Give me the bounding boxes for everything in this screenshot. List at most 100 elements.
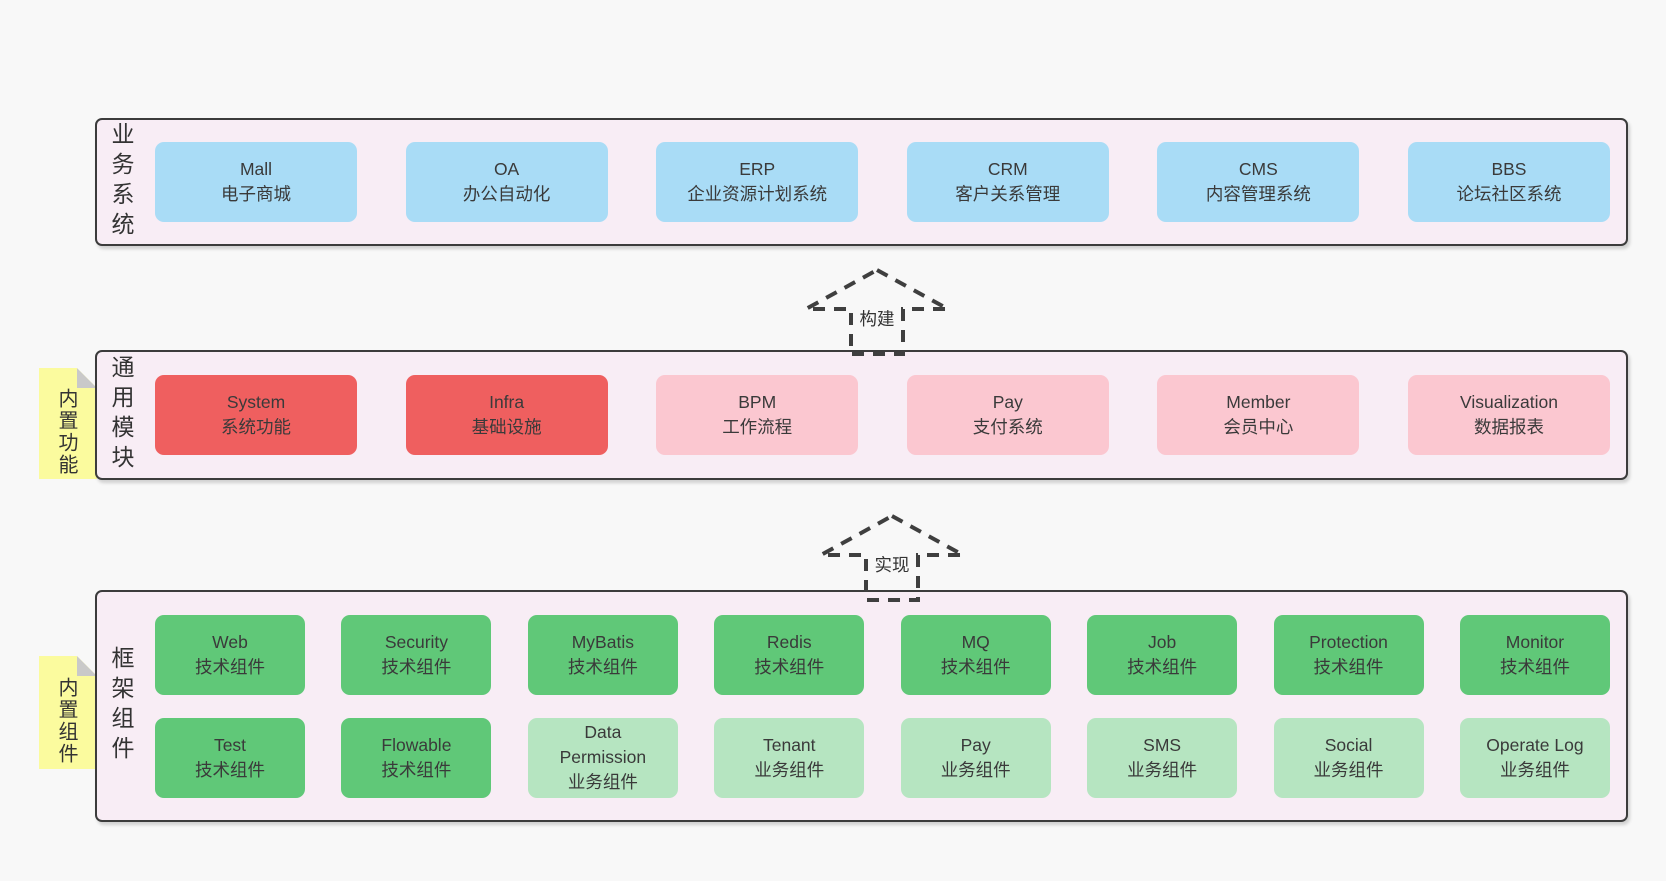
box-title: Pay [960, 734, 991, 755]
box-subtitle: 业务组件 [567, 772, 638, 792]
up-arrow-shape [820, 513, 964, 602]
box-row: System 系统功能 Infra 基础设施 BPM 工作流程 Pay 支付系统 Member 会… [155, 375, 1610, 455]
box-infra: Infra 基础设施 [405, 375, 608, 455]
box-subtitle: 技术组件 [1499, 656, 1570, 677]
box-title: MyBatis [571, 631, 634, 652]
box-title: System [226, 392, 286, 412]
box-subtitle: 电子商城 [221, 184, 291, 204]
box-title: Operate Log [1486, 734, 1584, 755]
layer-title: 框架组件 [108, 646, 134, 766]
up-arrow-outline [820, 513, 964, 602]
box-subtitle: 支付系统 [972, 417, 1043, 437]
box-bbs: BBS 论坛社区系统 [1407, 142, 1610, 222]
box-subtitle: 技术组件 [567, 656, 638, 677]
implement-arrow: 实现 [817, 512, 967, 604]
box-tenant: Tenant 业务组件 [714, 717, 865, 798]
box-data-permission: Data Permission 业务组件 [527, 717, 678, 798]
box-subtitle: 工作流程 [722, 417, 793, 437]
box-subtitle: 论坛社区系统 [1456, 184, 1562, 204]
box-grid: System 系统功能 Infra 基础设施 BPM 工作流程 Pay 支付系统 Member 会… [155, 352, 1610, 478]
box-title: BPM [738, 392, 777, 412]
layer-title: 业务系统 [108, 122, 134, 242]
box-title: Infra [489, 392, 525, 412]
box-subtitle: 业务组件 [1127, 759, 1198, 780]
box-cms: CMS 内容管理系统 [1157, 142, 1360, 222]
box-test: Test 技术组件 [155, 717, 305, 798]
box-title: Tenant [762, 734, 816, 755]
implement-arrow-label: 实现 [871, 552, 913, 577]
box-title: Social [1324, 734, 1373, 755]
box-subtitle: 客户关系管理 [955, 184, 1061, 204]
box-redis: Redis 技术组件 [714, 614, 865, 695]
box-title: CMS [1238, 159, 1278, 179]
box-subtitle: 技术组件 [940, 656, 1011, 677]
box-subtitle: 业务组件 [940, 759, 1011, 780]
box-mq: MQ 技术组件 [900, 614, 1051, 695]
up-arrow-shape [805, 267, 949, 356]
box-member: Member 会员中心 [1157, 375, 1360, 455]
layer-title: 通用模块 [108, 355, 134, 475]
build-arrow: 构建 [802, 266, 952, 358]
box-subtitle: 技术组件 [1127, 656, 1198, 677]
sticky-note-label: 内置功能 [55, 387, 77, 476]
box-subtitle: 办公自动化 [462, 184, 551, 204]
box-mybatis: MyBatis 技术组件 [527, 614, 678, 695]
box-title: SMS [1143, 734, 1182, 755]
build-arrow-label: 构建 [856, 306, 898, 331]
box-pay: Pay 业务组件 [900, 717, 1051, 798]
box-title: Security [384, 631, 449, 652]
box-title: BBS [1491, 159, 1527, 179]
box-title: Protection [1309, 631, 1388, 652]
sticky-note-builtin-features: 内置功能 [39, 368, 97, 479]
sticky-note-label: 内置组件 [55, 676, 77, 765]
box-subtitle: 业务组件 [1313, 759, 1384, 780]
box-title: Redis [766, 631, 812, 652]
box-title: Visualization [1460, 392, 1558, 412]
box-subtitle: 业务组件 [754, 759, 825, 780]
box-system: System 系统功能 [155, 375, 357, 455]
box-title: ERP [739, 159, 776, 179]
box-social: Social 业务组件 [1273, 717, 1424, 798]
box-subtitle: 内容管理系统 [1205, 184, 1311, 204]
box-subtitle: 基础设施 [471, 417, 542, 437]
box-pay: Pay 支付系统 [906, 375, 1109, 455]
box-subtitle: 系统功能 [221, 417, 291, 437]
layer-common-modules: 通用模块 System 系统功能 Infra 基础设施 BPM 工作流程 Pay 支付系统 Me… [95, 350, 1628, 480]
box-oa: OA 办公自动化 [405, 142, 608, 222]
box-title: MQ [961, 631, 990, 652]
box-title: Data Permission [559, 722, 647, 767]
box-visualization: Visualization 数据报表 [1407, 375, 1610, 455]
box-title: Pay [992, 392, 1023, 412]
box-title: Test [213, 734, 247, 755]
box-subtitle: 技术组件 [1313, 656, 1384, 677]
box-title: Web [212, 631, 248, 652]
box-title: OA [493, 159, 520, 179]
box-title: Flowable [381, 734, 452, 755]
box-protection: Protection 技术组件 [1273, 614, 1424, 695]
box-title: Member [1226, 392, 1291, 412]
box-subtitle: 技术组件 [754, 656, 825, 677]
box-crm: CRM 客户关系管理 [906, 142, 1109, 222]
box-subtitle: 数据报表 [1473, 417, 1544, 437]
box-title: CRM [987, 159, 1028, 179]
box-subtitle: 技术组件 [195, 759, 265, 780]
box-sms: SMS 业务组件 [1087, 717, 1238, 798]
box-bpm: BPM 工作流程 [656, 375, 859, 455]
sticky-note-builtin-components: 内置组件 [39, 656, 97, 769]
box-subtitle: 会员中心 [1223, 417, 1294, 437]
box-subtitle: 业务组件 [1499, 759, 1570, 780]
